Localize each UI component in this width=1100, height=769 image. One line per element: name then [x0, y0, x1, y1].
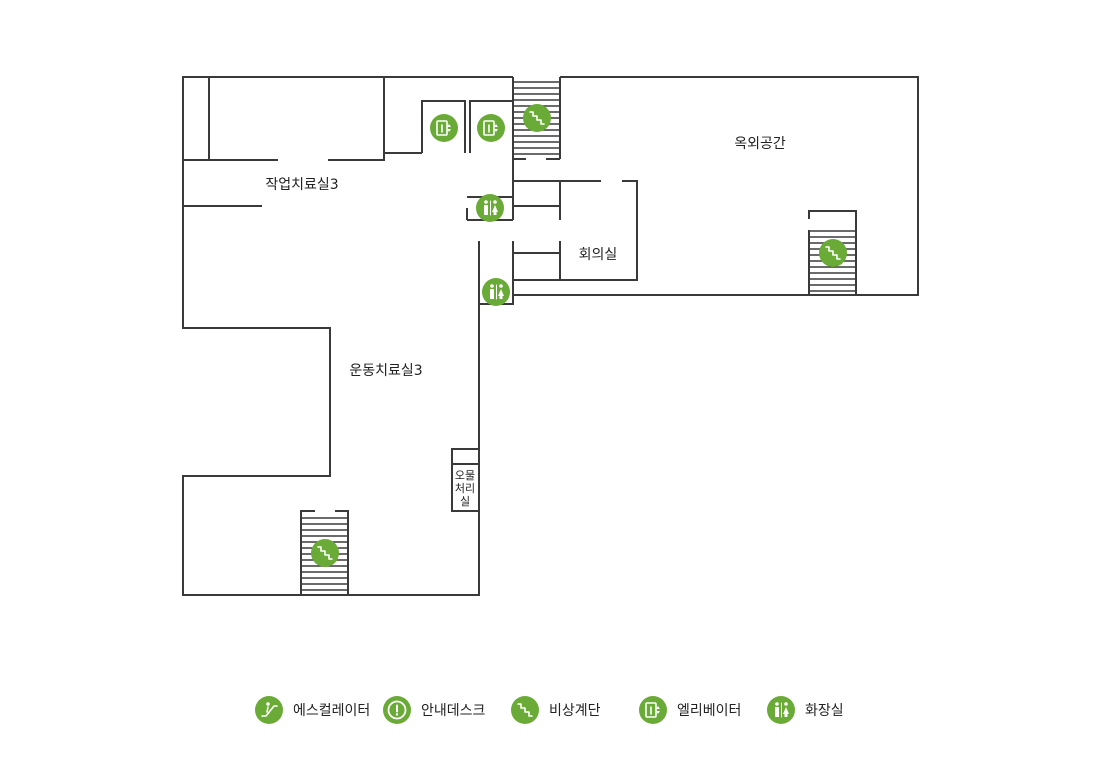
restroom-icon [766, 695, 796, 725]
legend-label: 에스컬레이터 [293, 703, 370, 719]
escalator-icon [254, 695, 284, 725]
restroom-icon[interactable] [481, 277, 511, 307]
legend-label: 화장실 [805, 703, 844, 719]
room-label-waste[interactable]: 오물 [455, 469, 475, 482]
stairs-icon[interactable] [310, 538, 340, 568]
legend-item-escalator: 에스컬레이터 [254, 695, 370, 725]
stairs-icon[interactable] [522, 103, 552, 133]
legend: 에스컬레이터 안내데스크 비상계단 엘리베이터 화장실 [254, 695, 844, 725]
elevator-icon [638, 695, 668, 725]
legend-item-stairs: 비상계단 [510, 695, 601, 725]
stairs-icon [510, 695, 540, 725]
elevator-icon[interactable] [429, 113, 459, 143]
room-label-waste: 실 [460, 495, 470, 508]
legend-label: 안내데스크 [421, 703, 486, 719]
legend-item-info: 안내데스크 [382, 695, 486, 725]
room-label-outdoor[interactable]: 옥외공간 [734, 136, 786, 152]
room-label-ot3[interactable]: 작업치료실3 [265, 177, 338, 193]
room-label-meeting[interactable]: 회의실 [579, 247, 618, 263]
room-label-waste: 처리 [455, 482, 475, 495]
restroom-icon[interactable] [475, 193, 505, 223]
room-label-pt3[interactable]: 운동치료실3 [349, 363, 422, 379]
legend-item-elevator: 엘리베이터 [638, 695, 741, 725]
stairs-icon[interactable] [818, 238, 848, 268]
legend-label: 엘리베이터 [677, 703, 741, 719]
walls [182, 76, 919, 596]
legend-label: 비상계단 [549, 703, 601, 719]
info-icon [382, 695, 412, 725]
legend-item-restroom: 화장실 [766, 695, 844, 725]
elevator-icon[interactable] [476, 113, 506, 143]
